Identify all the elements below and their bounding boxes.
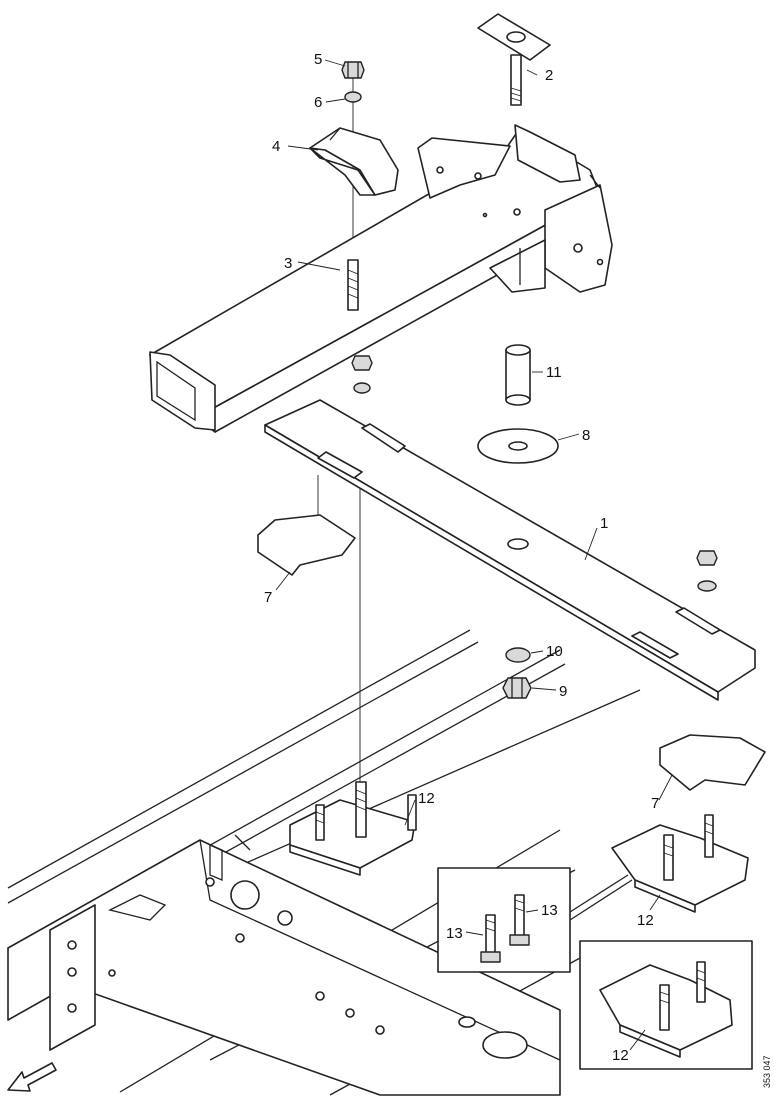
- detail-pointer: [569, 874, 633, 921]
- part-12-bracket-frame: [289, 781, 417, 876]
- callout-13b: 13: [541, 902, 558, 919]
- nut-lower-left: [351, 355, 373, 394]
- part-9-nut: [502, 677, 532, 699]
- callout-12b: 12: [637, 912, 654, 929]
- part-5-nut: [341, 61, 365, 79]
- inset-bracket-variant: [579, 940, 753, 1070]
- part-11-spacer-tube: [505, 344, 531, 406]
- part-12-bracket-right: [611, 814, 749, 913]
- stud-bolt-upper: [347, 259, 359, 311]
- callout-13a: 13: [446, 925, 463, 942]
- part-7-pad-right: [659, 734, 766, 791]
- callout-3: 3: [284, 255, 292, 272]
- vehicle-frame: [7, 629, 641, 1096]
- part-10-washer: [505, 647, 531, 663]
- part-8-large-washer: [477, 428, 559, 464]
- callout-7a: 7: [264, 589, 272, 606]
- part-7-pad-left: [257, 514, 356, 576]
- part-1-flat-bar: [264, 399, 756, 701]
- callout-11: 11: [546, 364, 562, 381]
- callout-12a: 12: [418, 790, 435, 807]
- part-2-plate-bolt: [477, 13, 551, 106]
- callout-2: 2: [545, 67, 553, 84]
- callout-4: 4: [272, 138, 280, 155]
- forward-arrow-icon: [7, 1062, 57, 1092]
- callout-7b: 7: [651, 795, 659, 812]
- part-4-clamp: [309, 127, 399, 196]
- callout-10: 10: [546, 643, 563, 660]
- callout-8: 8: [582, 427, 590, 444]
- callout-6: 6: [314, 94, 322, 111]
- callout-9: 9: [559, 683, 567, 700]
- nut-lower-right: [696, 550, 718, 592]
- inset-bolt-detail: [437, 867, 571, 973]
- callout-12c: 12: [612, 1047, 629, 1064]
- part-3-cross-beam: [149, 124, 613, 433]
- callout-1: 1: [600, 515, 608, 532]
- callout-labels: 1 2 3 4 5 6 7 7 8 9 10 11 12 12 12 13 13: [264, 51, 659, 1064]
- leader-lines: [275, 59, 673, 1051]
- drawing-reference-number: 353 047: [762, 1055, 772, 1088]
- part-6-washer: [344, 91, 362, 103]
- callout-5: 5: [314, 51, 322, 68]
